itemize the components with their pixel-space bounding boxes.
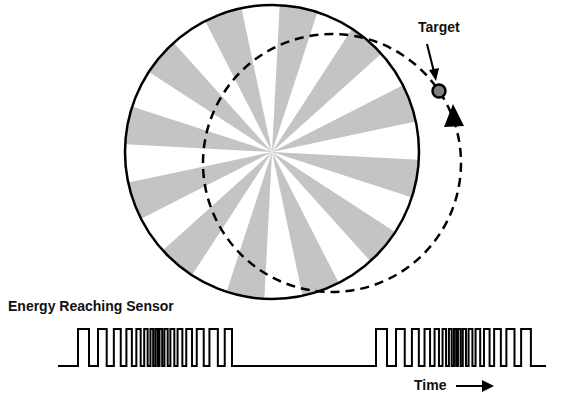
target-label: Target [418, 20, 460, 35]
target-dot [433, 85, 446, 98]
path-arrowhead [444, 104, 464, 127]
sensor-waveform [58, 329, 546, 366]
reticle-wedges [112, 0, 432, 312]
time-arrowhead [482, 380, 494, 392]
leader-arrowhead [429, 68, 439, 81]
target-path [203, 34, 461, 292]
time-arrow [456, 385, 484, 387]
target-leader [427, 44, 434, 72]
time-label: Time [414, 378, 446, 393]
sensor-label: Energy Reaching Sensor [8, 299, 174, 314]
